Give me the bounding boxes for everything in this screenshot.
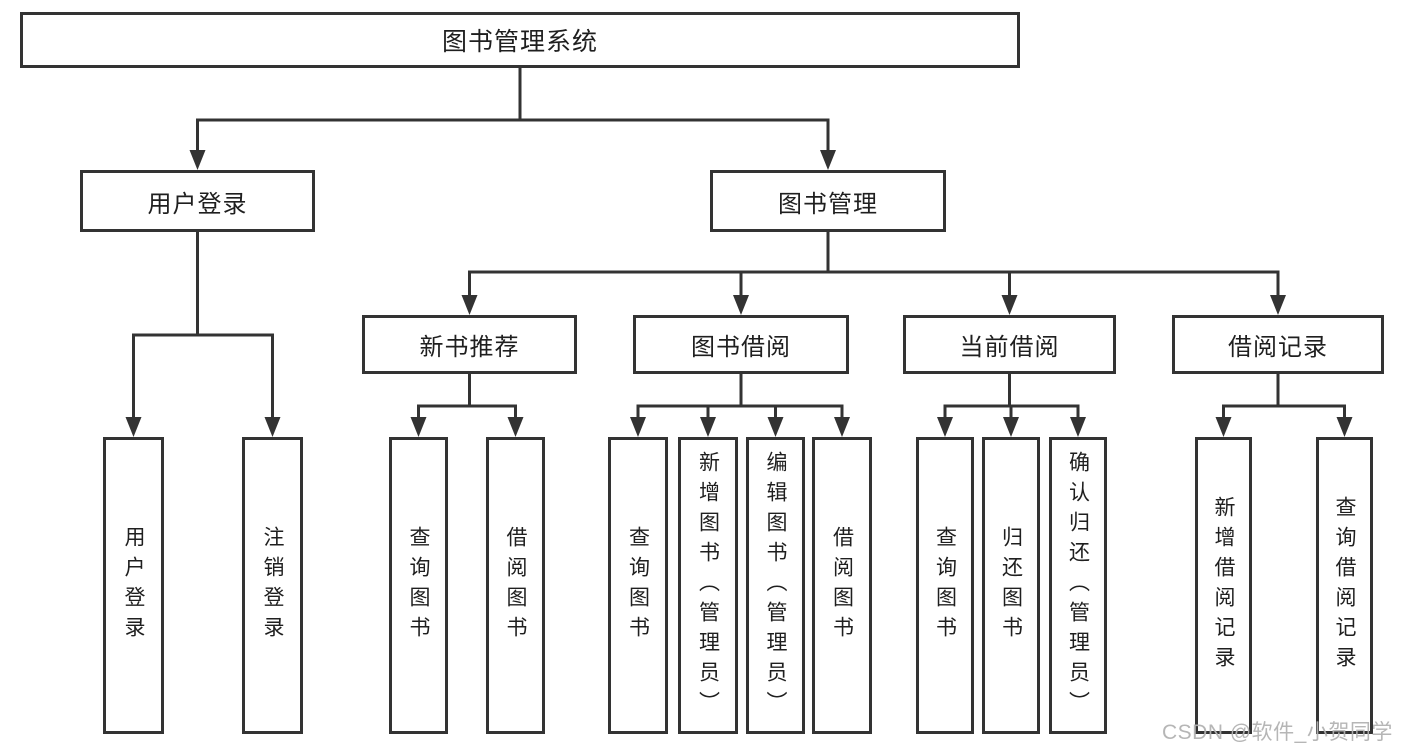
node-root-system: 图书管理系统 bbox=[20, 12, 1020, 68]
node-book-borrowing: 图书借阅 bbox=[633, 315, 849, 374]
leaf-bb-edit-books-admin: 编辑图书（管理员） bbox=[746, 437, 805, 734]
leaf-bb-add-books-admin: 新增图书（管理员） bbox=[678, 437, 738, 734]
node-new-book-recommendation: 新书推荐 bbox=[362, 315, 577, 374]
tree-edges bbox=[132, 68, 1346, 419]
leaf-cb-query-books: 查询图书 bbox=[916, 437, 974, 734]
leaf-br-add-record: 新增借阅记录 bbox=[1195, 437, 1252, 734]
leaf-nbr-query-books: 查询图书 bbox=[389, 437, 448, 734]
leaf-nbr-borrow-books: 借阅图书 bbox=[486, 437, 545, 734]
csdn-watermark: CSDN @软件_小贺同学 bbox=[1162, 721, 1393, 744]
leaf-cb-return-books: 归还图书 bbox=[982, 437, 1040, 734]
leaf-logout-login: 注销登录 bbox=[242, 437, 303, 734]
leaf-user-login: 用户登录 bbox=[103, 437, 164, 734]
leaf-bb-query-books: 查询图书 bbox=[608, 437, 668, 734]
node-borrowing-records: 借阅记录 bbox=[1172, 315, 1384, 374]
leaf-cb-confirm-return-admin: 确认归还（管理员） bbox=[1049, 437, 1107, 734]
node-user-login-branch: 用户登录 bbox=[80, 170, 315, 232]
node-current-borrowing: 当前借阅 bbox=[903, 315, 1116, 374]
leaf-bb-borrow-books: 借阅图书 bbox=[812, 437, 872, 734]
leaf-br-query-record: 查询借阅记录 bbox=[1316, 437, 1373, 734]
node-book-management-branch: 图书管理 bbox=[710, 170, 946, 232]
